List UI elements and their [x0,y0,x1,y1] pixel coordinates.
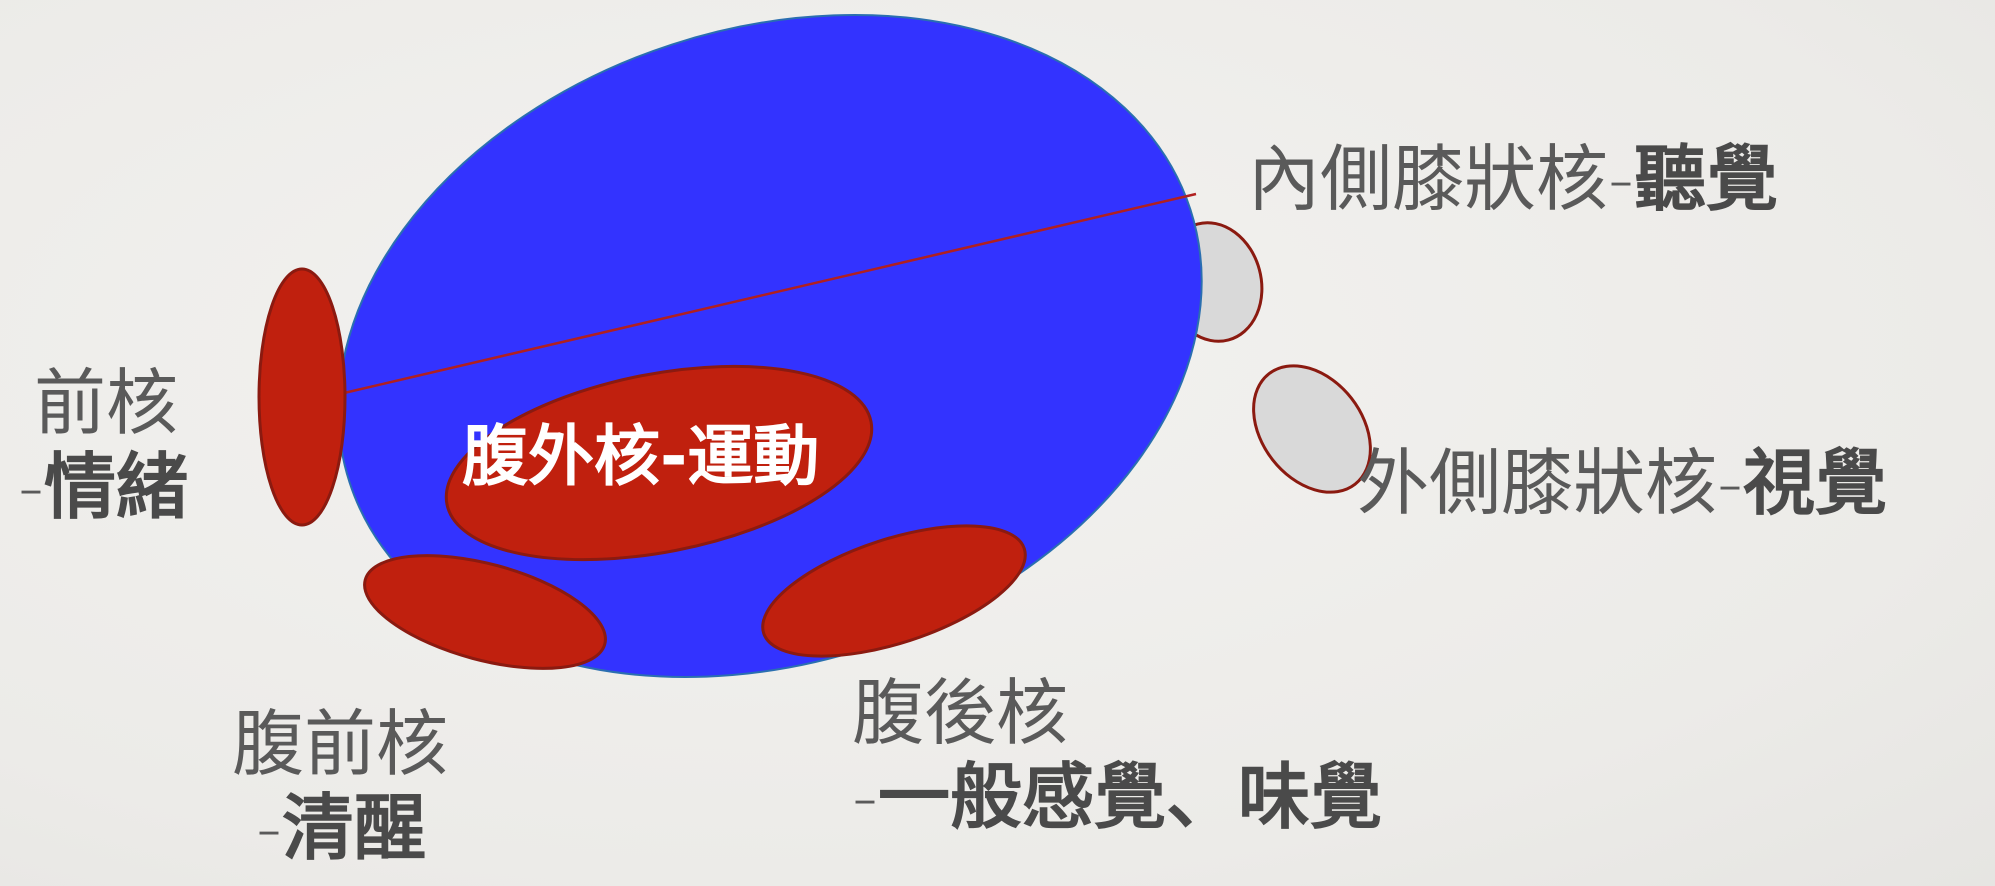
ventral-posterior-dash: - [852,754,878,839]
ventral-posterior-name: 腹後核 [852,671,1069,755]
ventral-posterior-nucleus [761,524,1027,658]
anterior-name-text: 前核 [34,361,179,445]
ventral-anterior-dash: - [256,785,282,870]
ventral-anterior-function: 清醒 [281,785,426,870]
ventral-anterior-label: 腹前核 -清醒 [232,702,449,871]
lateral-geniculate-nucleus [1252,364,1372,494]
anterior-name: 前核 [18,361,188,446]
anterior-nucleus [257,267,347,527]
medial-geniculate-function: 聽覺 [1633,137,1778,221]
medial-geniculate-label: 內側膝狀核-聽覺 [1248,137,1778,222]
anterior-function-line: -情緒 [18,444,188,530]
medial-geniculate-name: 內側膝狀核- [1248,137,1634,221]
internal-lamina-line [343,192,1197,395]
ventral-anterior-function-line: -清醒 [232,785,448,871]
anterior-label: 前核 -情緒 [18,361,188,530]
lateral-geniculate-name: 外側膝狀核- [1357,441,1743,525]
ventral-lateral-label: 腹外核-運動 [462,418,820,495]
ventral-anterior-nucleus [363,554,607,670]
lateral-geniculate-label: 外側膝狀核-視覺 [1357,441,1887,526]
lateral-geniculate-function: 視覺 [1742,441,1887,525]
ventral-posterior-function: 一般感覺、味覺 [877,754,1382,839]
anterior-dash: - [18,444,44,529]
ventral-anterior-name: 腹前核 [232,702,449,786]
ventral-posterior-function-line: -一般感覺、味覺 [852,754,1382,840]
ventral-lateral-nucleus [444,364,874,562]
ventral-posterior-label: 腹後核 -一般感覺、味覺 [852,671,1382,840]
anterior-function: 情緒 [43,444,188,529]
